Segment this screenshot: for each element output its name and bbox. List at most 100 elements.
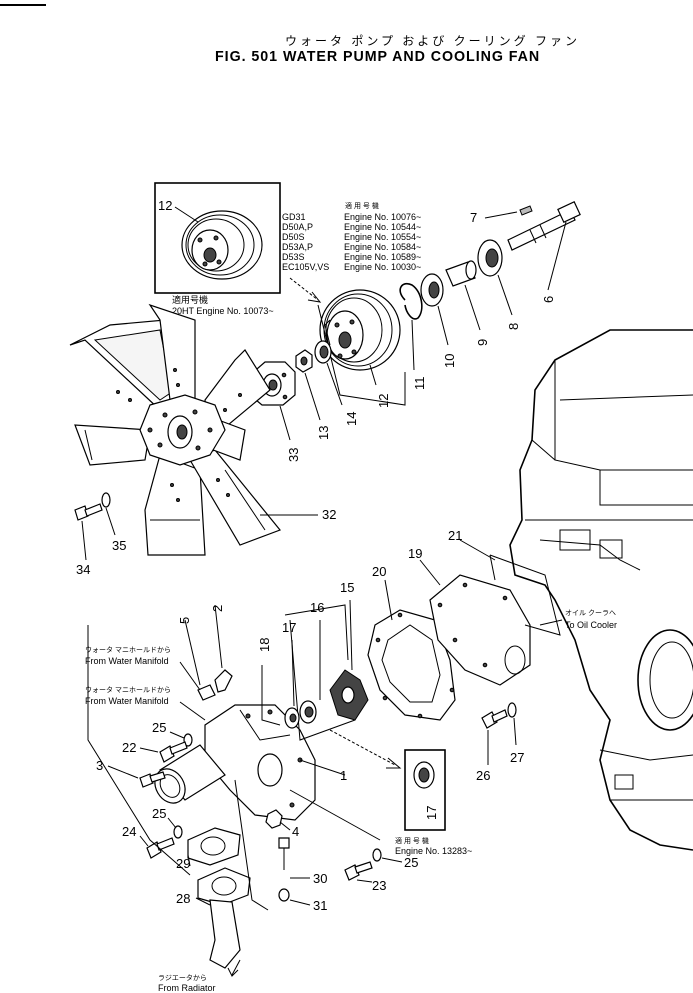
pulley-note-jp: 適用号機: [172, 294, 208, 305]
svg-text:13: 13: [316, 426, 331, 440]
svg-text:12: 12: [158, 198, 172, 213]
part-13-nut: 13: [295, 349, 331, 440]
svg-text:15: 15: [340, 580, 354, 595]
part-19-cover: 19: [408, 546, 531, 686]
part-35-washer: 35: [101, 492, 126, 553]
svg-text:14: 14: [344, 412, 359, 426]
oil-cooler-label: To Oil Cooler: [565, 620, 617, 630]
svg-text:D50A,P: D50A,P: [282, 222, 313, 232]
svg-text:32: 32: [322, 507, 336, 522]
part-4-nut: 4: [265, 809, 299, 839]
svg-text:ウォータ マニホールドから: ウォータ マニホールドから: [85, 685, 171, 694]
svg-text:34: 34: [76, 562, 90, 577]
svg-text:ウォータ マニホールドから: ウォータ マニホールドから: [85, 645, 171, 654]
svg-text:18: 18: [257, 638, 272, 652]
part-15-impeller: 15: [329, 580, 369, 721]
svg-text:Engine No. 10544~: Engine No. 10544~: [344, 222, 421, 232]
svg-text:Engine No. 10554~: Engine No. 10554~: [344, 232, 421, 242]
engine-block: [509, 329, 693, 851]
part-14-washer: 14: [314, 340, 359, 426]
svg-text:17: 17: [282, 620, 296, 635]
svg-text:3: 3: [96, 758, 103, 773]
part-27-washer: 27: [507, 702, 524, 765]
part-31-washer: 31: [278, 888, 327, 913]
part-5-fitting: 5: [177, 617, 216, 701]
svg-text:19: 19: [408, 546, 422, 561]
svg-text:From Water Manifold: From Water Manifold: [85, 656, 169, 666]
svg-text:31: 31: [313, 898, 327, 913]
svg-text:28: 28: [176, 891, 190, 906]
svg-text:ラジエータから: ラジエータから: [158, 973, 207, 982]
svg-text:27: 27: [510, 750, 524, 765]
part-20-gasket: 20: [367, 564, 456, 721]
svg-text:17: 17: [424, 806, 439, 820]
svg-text:12: 12: [376, 394, 391, 408]
svg-text:EC105V,VS: EC105V,VS: [282, 262, 329, 272]
svg-text:D50S: D50S: [282, 232, 305, 242]
part-17-seal: 17: [282, 620, 300, 729]
svg-text:30: 30: [313, 871, 327, 886]
svg-text:Engine No. 13283~: Engine No. 13283~: [395, 846, 472, 856]
svg-text:From Water Manifold: From Water Manifold: [85, 696, 169, 706]
part-34-bolt: 34: [74, 503, 103, 577]
svg-text:26: 26: [476, 768, 490, 783]
svg-text:適 用 号 機: 適 用 号 機: [395, 836, 429, 845]
part-29-gasket: 29: [176, 827, 241, 871]
svg-text:4: 4: [292, 824, 299, 839]
part-25-washer-a: 25: [152, 720, 193, 747]
svg-text:6: 6: [541, 296, 556, 303]
svg-text:2: 2: [210, 605, 225, 612]
pulley-note: 20HT Engine No. 10073~: [172, 306, 274, 316]
svg-text:16: 16: [310, 600, 324, 615]
svg-text:Engine No. 10589~: Engine No. 10589~: [344, 252, 421, 262]
part-26-bolt: 26: [476, 709, 508, 783]
part-21-plate: 21: [448, 528, 561, 636]
part-33-spacer: 33: [249, 361, 301, 462]
svg-text:25: 25: [404, 855, 418, 870]
part-25-washer-c: 25: [372, 848, 418, 870]
svg-text:10: 10: [442, 354, 457, 368]
svg-text:D53A,P: D53A,P: [282, 242, 313, 252]
svg-text:21: 21: [448, 528, 462, 543]
part-32-fan: 32: [69, 303, 336, 556]
svg-text:25: 25: [152, 806, 166, 821]
part-11-snap-ring: 11: [399, 282, 427, 391]
figure-title-jp: ウォータ ポンプ および クーリング ファン: [285, 34, 580, 48]
svg-text:適 用 号 機: 適 用 号 機: [345, 201, 379, 210]
pulley-inset-drawing: [181, 210, 263, 280]
svg-text:25: 25: [152, 720, 166, 735]
top-rule: [0, 4, 46, 6]
svg-text:5: 5: [177, 617, 192, 624]
svg-text:7: 7: [470, 210, 477, 225]
svg-text:1: 1: [340, 768, 347, 783]
part-30-bolt: 30: [278, 837, 327, 886]
inset-pulley-box: 12 適用号機 20HT Engine No. 10073~: [154, 182, 281, 316]
inset-seal-box: 17 適 用 号 機 Engine No. 13283~: [395, 749, 472, 856]
svg-text:35: 35: [112, 538, 126, 553]
part-8-bearing: 8: [477, 239, 521, 330]
svg-text:22: 22: [122, 740, 136, 755]
svg-text:From Radiator: From Radiator: [158, 983, 216, 993]
part-16-seal: 16: [299, 600, 324, 724]
svg-text:D53S: D53S: [282, 252, 305, 262]
part-7-key: 7: [470, 205, 533, 225]
part-1-pump-body: 1: [154, 704, 347, 821]
svg-text:20: 20: [372, 564, 386, 579]
svg-text:Engine No. 10030~: Engine No. 10030~: [344, 262, 421, 272]
part-6-shaft: 6: [507, 201, 581, 303]
figure-title: FIG. 501 WATER PUMP AND COOLING FAN: [215, 48, 541, 65]
part-10-bearing: 10: [420, 273, 457, 368]
part-24-bolt: 24: [122, 824, 175, 859]
part-12-pulley: [319, 289, 401, 371]
part-23-bolt: 23: [344, 861, 386, 893]
part-25-washer-b: 25: [152, 806, 183, 839]
svg-text:33: 33: [286, 448, 301, 462]
part-28-hose: 28: [176, 867, 251, 969]
svg-text:23: 23: [372, 878, 386, 893]
part-3-bolt: 3: [96, 758, 166, 788]
svg-text:8: 8: [506, 323, 521, 330]
oil-cooler-jp: オイル クーラへ: [565, 609, 616, 617]
svg-text:11: 11: [412, 377, 427, 391]
svg-text:9: 9: [475, 339, 490, 346]
